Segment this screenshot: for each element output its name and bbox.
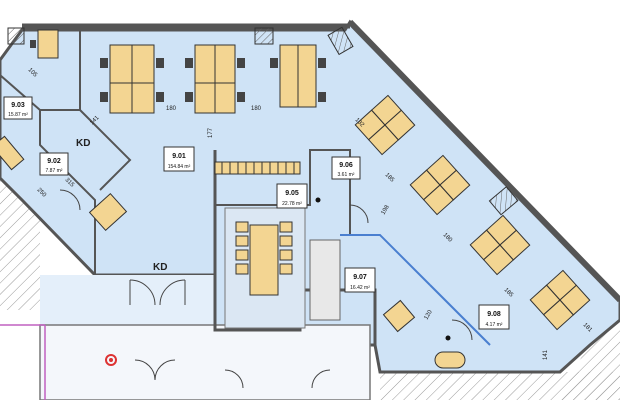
column: [7, 27, 25, 45]
room-tag-9-07: 9.07 16.42 m²: [344, 267, 376, 293]
radiator: [214, 161, 301, 175]
desk-cluster-diagonal: [0, 94, 591, 331]
wall-9-08: [429, 284, 491, 346]
room-tag-9-06: 9.06 3.61 m²: [331, 156, 361, 180]
fixture-dot: [315, 197, 321, 203]
lower-room: [39, 324, 371, 400]
dimension-label: 180: [251, 106, 262, 112]
room-tag-9-02: 9.02 7.87 m²: [39, 152, 69, 176]
room-tag-9-01: 9.01 154.84 m²: [163, 146, 195, 172]
room-number: 9.01: [172, 153, 186, 160]
room-number: 9.03: [11, 102, 25, 109]
dimension-label: 181: [582, 322, 594, 334]
meeting-chairs: [235, 221, 293, 275]
wall-9-07: [340, 234, 431, 286]
room-area: 22.78 m²: [282, 201, 302, 207]
dimension-label: 177: [208, 127, 214, 138]
room-number: 9.02: [47, 158, 61, 165]
kd-label: KD: [76, 138, 90, 149]
dimension-label: 315: [64, 177, 76, 189]
room-area: 7.87 m²: [46, 168, 63, 174]
wall-kd: [79, 109, 132, 191]
wall-9-03: [0, 30, 81, 111]
dimension-label: 180: [442, 232, 454, 244]
dimension-label: 185: [384, 172, 396, 184]
room-area: 4.17 m²: [486, 322, 503, 328]
dimension-label: 105: [27, 67, 39, 79]
room-number: 9.07: [353, 274, 367, 281]
dimension-label: 132: [354, 117, 366, 129]
dimension-label: 180: [166, 106, 177, 112]
doors: [59, 189, 473, 389]
fire-extinguisher-icon: [105, 354, 117, 366]
room-area: 3.61 m²: [338, 172, 355, 178]
dimension-label: 250: [36, 187, 48, 199]
dimension-label: 120: [424, 309, 435, 321]
dimension-labels: 105 141 180 180 177 132 185 250 315 198 …: [27, 67, 594, 360]
exterior-wall-diagonal: [347, 19, 620, 303]
kd-label: KD: [153, 262, 167, 273]
radiator-fins: [221, 162, 295, 174]
column: [254, 27, 274, 45]
fixture-dot: [445, 335, 451, 341]
room-number: 9.05: [285, 190, 299, 197]
dimension-label: 185: [503, 287, 515, 299]
room-area: 16.42 m²: [350, 285, 370, 291]
service-shaft: [309, 239, 341, 321]
room-tag-9-08: 9.08 4.17 m²: [478, 304, 510, 330]
room-area: 154.84 m²: [168, 164, 191, 170]
meeting-table: [249, 224, 279, 296]
dimension-label: 141: [89, 115, 101, 127]
table-9-08: [434, 351, 466, 369]
desk-cluster: [37, 29, 317, 114]
dimension-label: 141: [543, 349, 549, 360]
fire-extinguisher-dot: [109, 358, 113, 362]
exterior-hatch-bottom: [380, 372, 620, 400]
room-tag-9-03: 9.03 15.87 m²: [3, 96, 33, 120]
room-number: 9.06: [339, 162, 353, 169]
column: [327, 26, 354, 56]
column: [488, 186, 519, 216]
chairs: [30, 40, 326, 102]
dimension-label: 198: [381, 204, 392, 216]
room-tag-9-05: 9.05 22.78 m²: [276, 183, 308, 209]
room-area: 15.87 m²: [8, 112, 28, 118]
small-table: [382, 299, 416, 333]
room-number: 9.08: [487, 311, 501, 318]
